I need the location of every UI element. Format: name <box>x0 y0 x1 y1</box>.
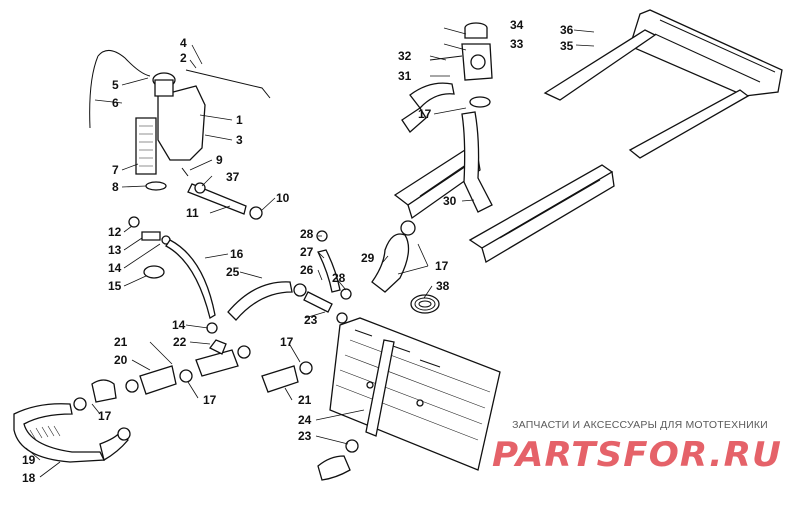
callout-24: 24 <box>298 413 312 427</box>
callout-10: 10 <box>276 191 290 205</box>
callout-17d: 17 <box>203 393 217 407</box>
elbow-hose <box>371 220 416 293</box>
overflow-hose <box>187 182 263 220</box>
corrugated-hose <box>13 379 131 463</box>
callout-26: 26 <box>300 263 314 277</box>
fittings-left <box>128 216 171 279</box>
callout-38: 38 <box>436 279 450 293</box>
callout-labels: 1 2 3 4 5 6 7 8 9 37 10 11 12 13 14 15 1… <box>22 18 574 485</box>
callout-17a: 17 <box>435 259 449 273</box>
spring-clamp <box>410 294 440 314</box>
svg-text:PARTSFOR.RU: PARTSFOR.RU <box>492 435 782 475</box>
heat-exchanger-lower <box>468 164 615 263</box>
callout-2: 2 <box>180 51 187 65</box>
tee-fitting <box>303 230 352 324</box>
callout-14b: 14 <box>172 318 186 332</box>
callout-17c: 17 <box>98 409 112 423</box>
callout-8: 8 <box>112 180 119 194</box>
callout-21b: 21 <box>298 393 312 407</box>
callout-23a: 23 <box>304 313 318 327</box>
callout-15: 15 <box>108 279 122 293</box>
callout-7: 7 <box>112 163 119 177</box>
callout-23b: 23 <box>298 429 312 443</box>
callout-5: 5 <box>112 78 119 92</box>
watermark-caption: ЗАПЧАСТИ И АКСЕССУАРЫ ДЛЯ МОТОТЕХНИКИ <box>512 419 768 431</box>
callout-21a: 21 <box>114 335 128 349</box>
callout-18: 18 <box>22 471 36 485</box>
callout-35: 35 <box>560 39 574 53</box>
drain-hose <box>317 339 395 481</box>
filler-neck <box>429 22 493 81</box>
callout-20: 20 <box>114 353 128 367</box>
callout-14a: 14 <box>108 261 122 275</box>
callout-37: 37 <box>226 170 240 184</box>
callout-12: 12 <box>108 225 122 239</box>
callout-17b: 17 <box>418 107 432 121</box>
callout-9: 9 <box>216 153 223 167</box>
watermark-logo: PARTSFOR.RU <box>492 435 782 475</box>
callout-16: 16 <box>230 247 244 261</box>
lower-tubes <box>125 322 313 395</box>
callout-27: 27 <box>300 245 314 259</box>
callout-30: 30 <box>443 194 457 208</box>
bleed-hose <box>165 239 307 321</box>
callout-19: 19 <box>22 453 36 467</box>
callout-6: 6 <box>112 96 119 110</box>
callout-32: 32 <box>398 49 412 63</box>
upper-hoses <box>401 82 493 213</box>
callout-4: 4 <box>180 36 187 50</box>
callout-31: 31 <box>398 69 412 83</box>
callout-33: 33 <box>510 37 524 51</box>
coolant-bottle <box>89 50 271 191</box>
leader-lines <box>25 27 595 478</box>
callout-1: 1 <box>236 113 243 127</box>
callout-13: 13 <box>108 243 122 257</box>
callout-3: 3 <box>236 133 243 147</box>
callout-28b: 28 <box>332 271 346 285</box>
tunnel-panel <box>329 317 501 471</box>
callout-11: 11 <box>186 206 199 220</box>
callout-22: 22 <box>173 335 187 349</box>
heat-exchanger-upper <box>393 149 481 220</box>
tunnel-frame <box>543 9 783 159</box>
callout-34: 34 <box>510 18 524 32</box>
callout-25: 25 <box>226 265 240 279</box>
callout-29: 29 <box>361 251 375 265</box>
callout-36: 36 <box>560 23 574 37</box>
callout-28a: 28 <box>300 227 314 241</box>
callout-17e: 17 <box>280 335 294 349</box>
